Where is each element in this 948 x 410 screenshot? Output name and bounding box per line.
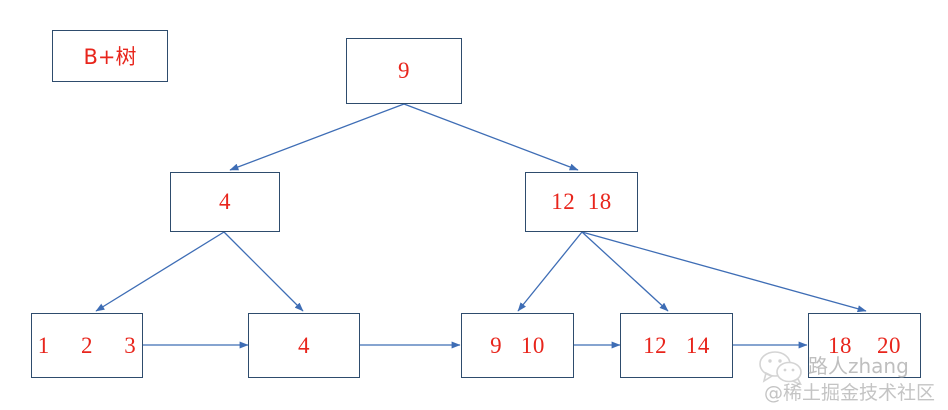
node-leaf-3-keys: 9 10 [490, 332, 545, 358]
node-leaf-5: 18 20 [808, 313, 921, 378]
edge-right-to-leaf4 [581, 231, 669, 312]
node-leaf-1-keys: 1 2 3 [37, 332, 137, 358]
edge-left-to-leaf1 [95, 231, 225, 312]
edge-left-to-leaf2 [223, 231, 304, 312]
node-internal-right: 12 18 [525, 172, 638, 232]
node-internal-left: 4 [170, 172, 280, 232]
diagram-title-label: B+树 [83, 45, 137, 69]
diagram-title-box: B+树 [52, 30, 168, 82]
edge-right-to-leaf3 [517, 231, 583, 312]
node-leaf-2-keys: 4 [298, 332, 310, 358]
node-leaf-4-keys: 12 14 [643, 332, 710, 358]
node-leaf-3: 9 10 [461, 313, 574, 378]
node-root-keys: 9 [398, 58, 410, 83]
node-leaf-2: 4 [248, 313, 360, 378]
node-internal-left-keys: 4 [219, 189, 231, 214]
node-leaf-1: 1 2 3 [31, 313, 143, 378]
node-internal-right-keys: 12 18 [551, 189, 612, 214]
edge-root-to-right [403, 103, 579, 171]
edge-right-to-leaf5 [581, 231, 867, 313]
edge-root-to-left [229, 103, 405, 171]
node-leaf-5-keys: 18 20 [828, 332, 901, 358]
node-root: 9 [346, 38, 462, 104]
wechat-icon [759, 351, 802, 385]
node-leaf-4: 12 14 [620, 313, 733, 378]
